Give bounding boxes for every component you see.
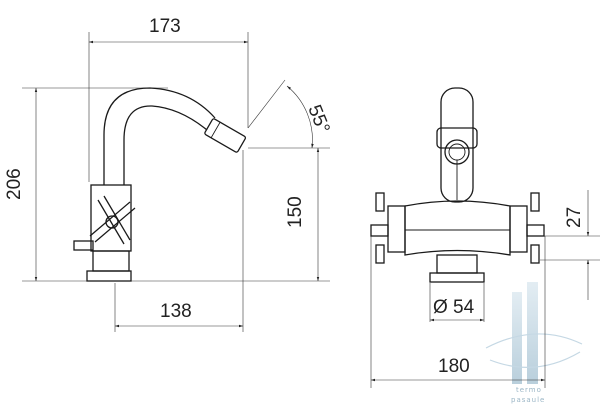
dim-arc-55	[286, 85, 314, 149]
dim-55-label: 55°	[303, 102, 333, 137]
pop-up-lever	[73, 240, 94, 251]
dim-138-label: 138	[160, 301, 192, 322]
watermark-logo: termo pasaule	[485, 282, 583, 404]
dim-27-label: 27	[564, 207, 585, 228]
watermark-text-1: termo	[516, 386, 542, 394]
front-body	[404, 200, 511, 256]
dim-54-label: Ø 54	[433, 297, 475, 318]
cross-handle	[89, 195, 136, 245]
side-view: 173 206 150 138 55°	[4, 16, 334, 332]
front-spout-column	[440, 87, 474, 203]
dim-173-label: 173	[149, 16, 181, 37]
front-spout-collar	[436, 127, 478, 149]
spout-nozzle	[204, 118, 247, 153]
dim-180-label: 180	[438, 356, 470, 377]
front-view: 27 Ø 54 180	[370, 87, 600, 388]
spout-inner	[123, 105, 208, 185]
front-base-neck	[436, 254, 478, 274]
angle-ref-line	[247, 79, 286, 129]
spout-outer	[103, 87, 216, 185]
front-right-cross-handle	[509, 192, 545, 264]
dim-150-label: 150	[285, 196, 306, 228]
front-base-foot	[429, 272, 485, 283]
watermark-text-2: pasaule	[511, 396, 545, 404]
front-left-cross-handle	[370, 192, 406, 264]
faucet-base	[92, 250, 130, 272]
faucet-foot	[86, 270, 132, 282]
dim-206-label: 206	[4, 168, 25, 200]
front-nozzle-inner	[448, 143, 466, 161]
